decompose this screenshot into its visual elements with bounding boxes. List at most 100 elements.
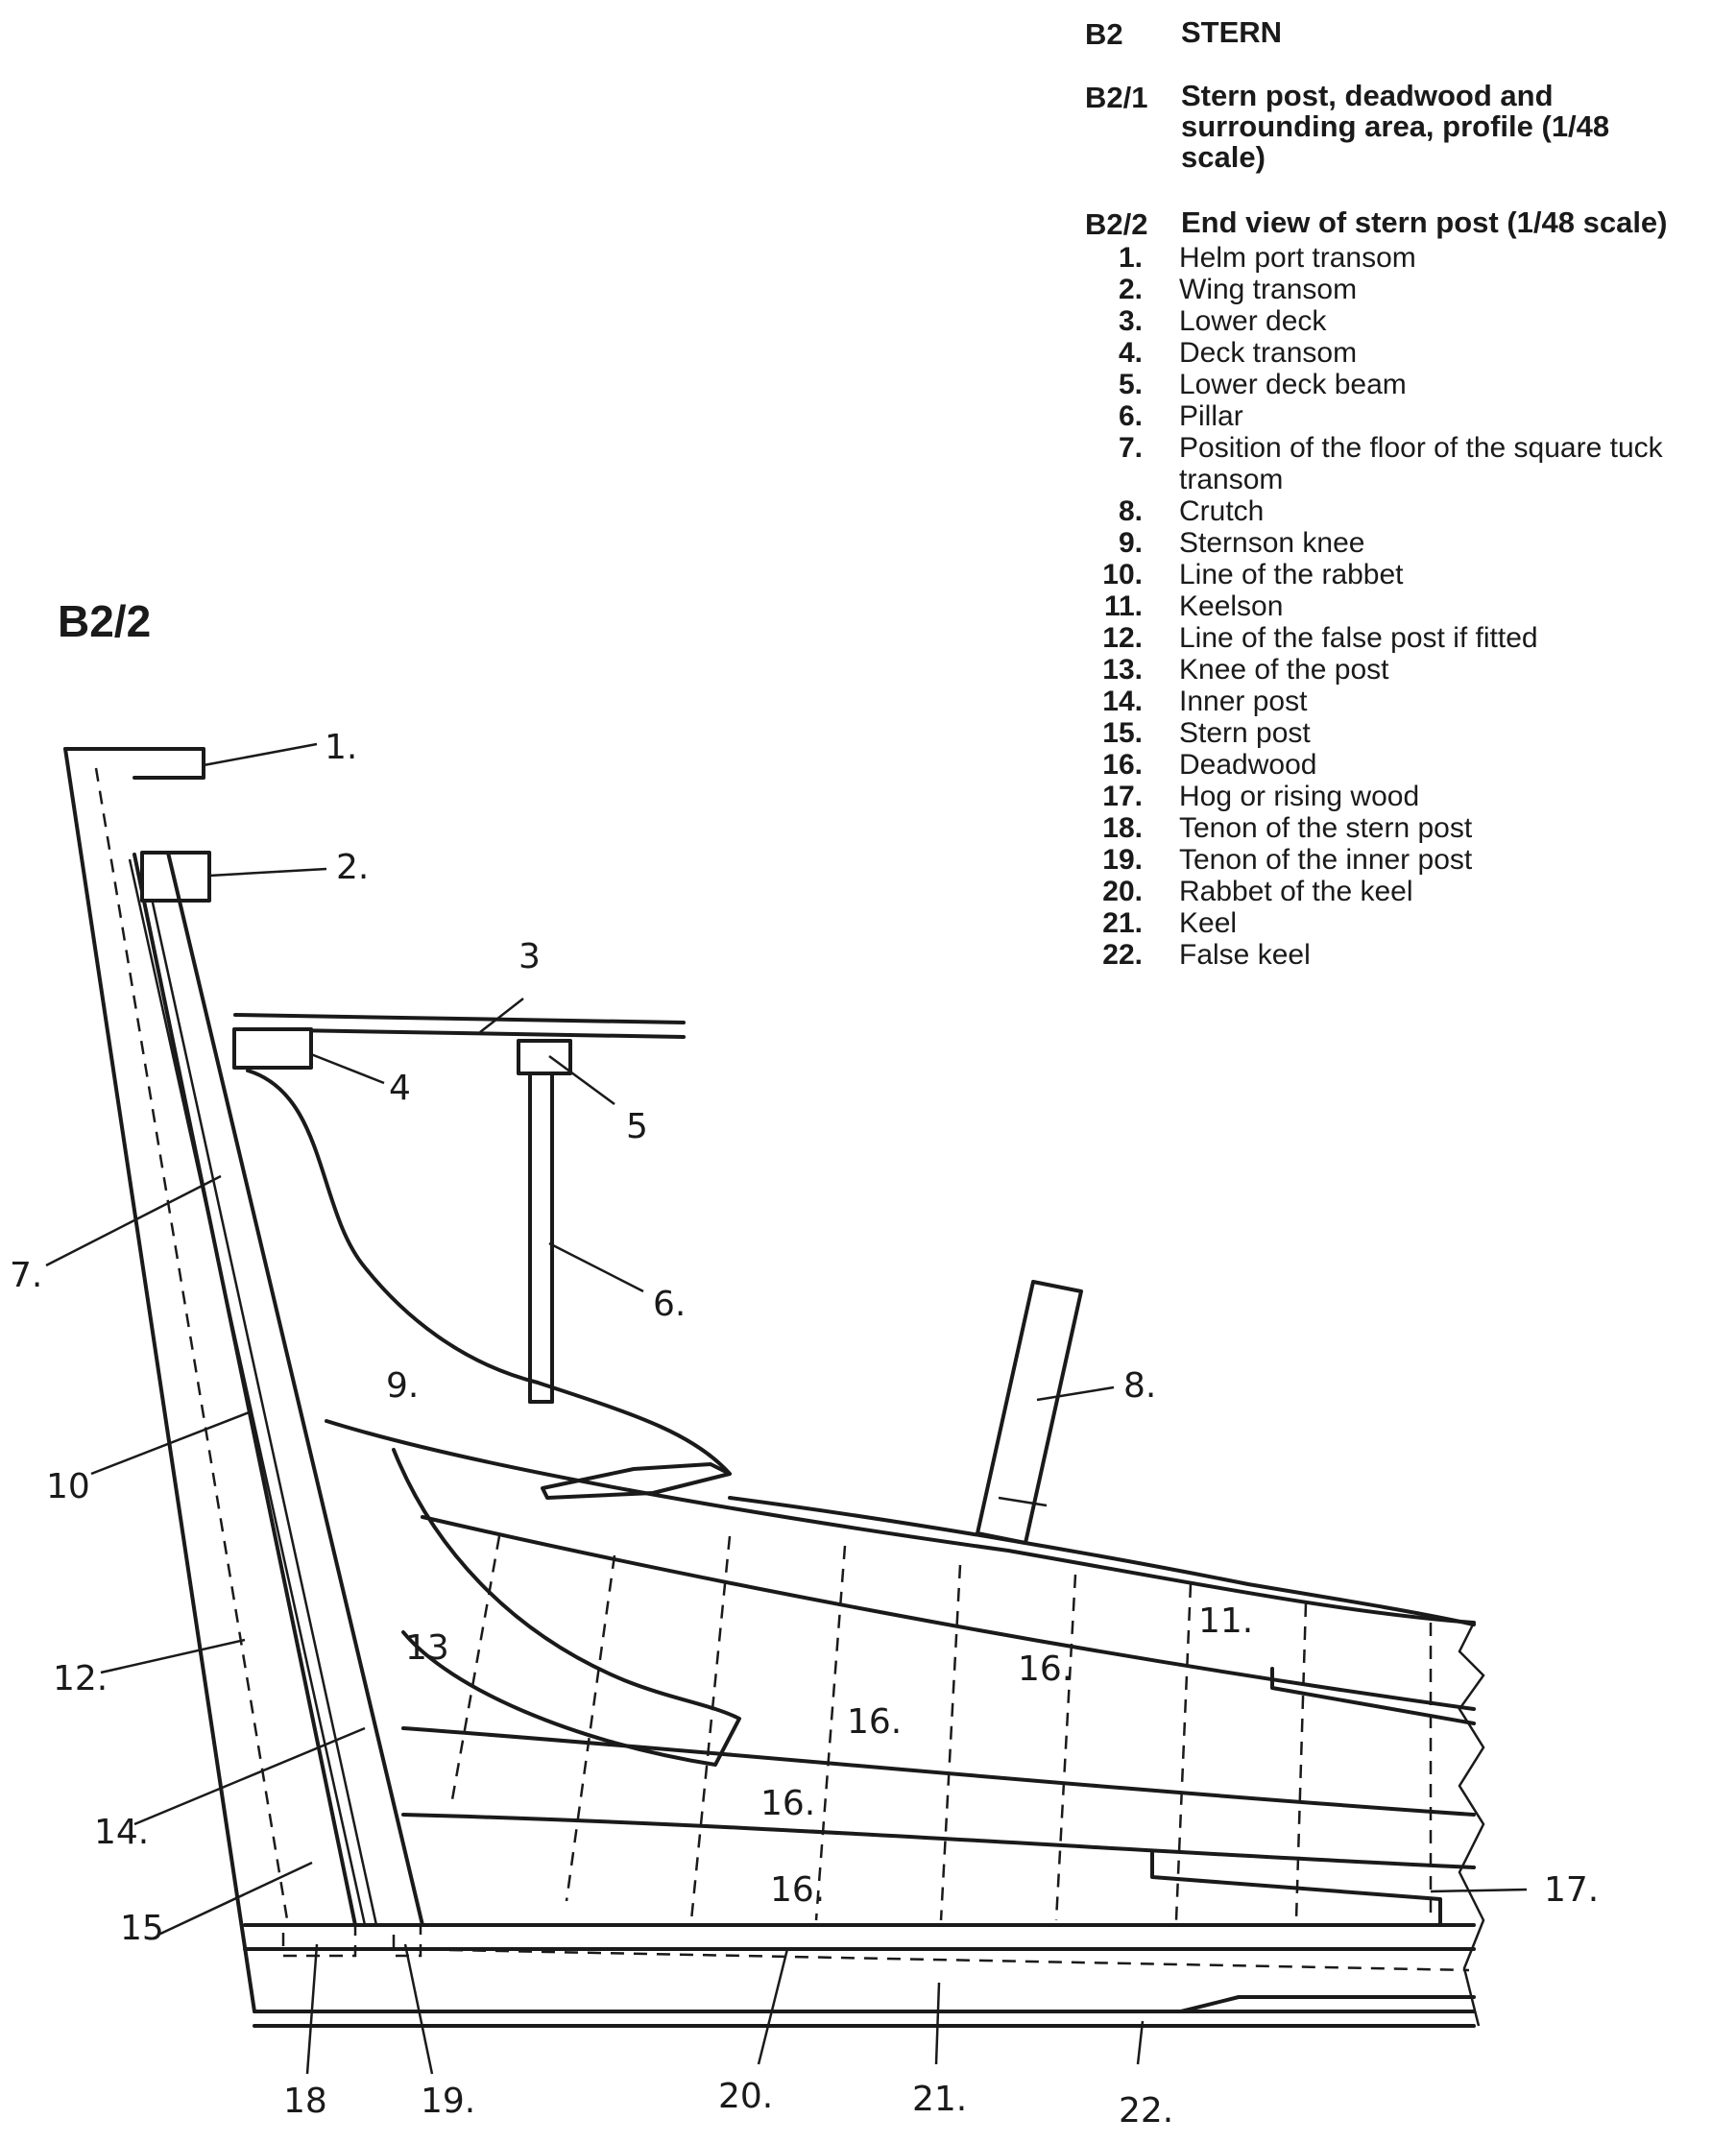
legend-item-label: Keel bbox=[1179, 907, 1238, 939]
wing-transom bbox=[140, 851, 424, 1927]
legend-item: 2. Wing transom bbox=[1085, 274, 1728, 305]
callout-18: 18 bbox=[283, 2082, 327, 2121]
legend-item: 3. Lower deck bbox=[1085, 305, 1728, 337]
keelson bbox=[421, 1496, 1476, 1725]
legend-item-label: Knee of the post bbox=[1179, 654, 1389, 686]
section-title: STERN bbox=[1181, 15, 1283, 49]
legend-item: 5. Lower deck beam bbox=[1085, 369, 1728, 400]
legend-item-number: 17. bbox=[1102, 781, 1143, 812]
legend-item: 4. Deck transom bbox=[1085, 337, 1728, 369]
callout-8: 8. bbox=[1123, 1366, 1156, 1406]
legend-item-label: Deadwood bbox=[1179, 749, 1317, 781]
legend-item-number: 14. bbox=[1102, 686, 1143, 717]
callout-10: 10 bbox=[46, 1467, 90, 1506]
legend-item: 15. Stern post bbox=[1085, 717, 1728, 749]
callout-labels: 1. 2. 3 4 5 6. 7. 8. 9. 10 11. 12. 13 14… bbox=[10, 728, 1599, 2131]
legend-item-label: Tenon of the inner post bbox=[1179, 844, 1473, 876]
figure2-code: B2/2 bbox=[1085, 207, 1148, 241]
figure1-code: B2/1 bbox=[1085, 81, 1148, 114]
callout-12: 12. bbox=[53, 1659, 108, 1698]
legend-item: 22. False keel bbox=[1085, 939, 1728, 971]
callout-13: 13 bbox=[405, 1628, 449, 1668]
lower-deck bbox=[232, 1013, 686, 1075]
legend-item-number: 6. bbox=[1118, 400, 1143, 432]
callout-14: 14. bbox=[94, 1813, 149, 1852]
callout-22: 22. bbox=[1119, 2091, 1173, 2131]
legend-item-label: Inner post bbox=[1179, 686, 1308, 717]
legend-item: 6. Pillar bbox=[1085, 400, 1728, 432]
section-heading: B2 STERN bbox=[1085, 17, 1728, 52]
legend-item: 18. Tenon of the stern post bbox=[1085, 812, 1728, 844]
crutch bbox=[976, 1280, 1083, 1545]
callout-17: 17. bbox=[1544, 1870, 1599, 1910]
legend-item-label: Hog or rising wood bbox=[1179, 781, 1420, 812]
break-line bbox=[1458, 1622, 1485, 2027]
callout-21: 21. bbox=[912, 2080, 967, 2119]
knee-of-post bbox=[392, 1448, 741, 1767]
legend-item-number: 15. bbox=[1102, 717, 1143, 749]
legend-item-label: Pillar bbox=[1179, 400, 1243, 432]
legend-item-number: 11. bbox=[1103, 590, 1143, 622]
section-code: B2 bbox=[1085, 17, 1123, 51]
callout-16b: 16. bbox=[847, 1702, 902, 1742]
legend-item-label: Crutch bbox=[1179, 495, 1265, 527]
callout-19: 19. bbox=[421, 2082, 475, 2121]
legend-item-label: Deck transom bbox=[1179, 337, 1358, 369]
legend-item: 8. Crutch bbox=[1085, 495, 1728, 527]
legend-item-number: 19. bbox=[1102, 844, 1143, 876]
legend-item-label: Lower deck bbox=[1179, 305, 1327, 337]
legend-item-number: 12. bbox=[1102, 622, 1143, 654]
legend-item-number: 5. bbox=[1118, 369, 1143, 400]
legend-item: 14. Inner post bbox=[1085, 686, 1728, 717]
legend-item-number: 4. bbox=[1118, 337, 1143, 369]
callout-2: 2. bbox=[336, 848, 369, 887]
legend-item-number: 10. bbox=[1102, 559, 1143, 590]
stern-post bbox=[63, 747, 378, 2013]
callout-3: 3 bbox=[518, 937, 541, 976]
pillar bbox=[528, 1072, 554, 1404]
legend-item: 16.Deadwood bbox=[1085, 749, 1728, 781]
legend-item-label: False keel bbox=[1179, 939, 1311, 971]
callout-9: 9. bbox=[386, 1366, 419, 1406]
legend-item-number: 2. bbox=[1118, 274, 1143, 305]
callout-16c: 16. bbox=[760, 1784, 815, 1823]
legend-item-label: Tenon of the stern post bbox=[1179, 812, 1473, 844]
callout-1: 1. bbox=[325, 728, 357, 767]
leader-lines bbox=[45, 742, 1528, 2075]
callout-4: 4 bbox=[389, 1069, 411, 1108]
legend-item: 11.Keelson bbox=[1085, 590, 1728, 622]
callout-7: 7. bbox=[10, 1256, 42, 1295]
legend-item-number: 3. bbox=[1118, 305, 1143, 337]
callout-16a: 16. bbox=[1018, 1649, 1073, 1689]
deadwood bbox=[401, 1726, 1476, 1927]
legend-item: 19. Tenon of the inner post bbox=[1085, 844, 1728, 876]
figure2-title: End view of stern post (1/48 scale) bbox=[1181, 205, 1668, 239]
legend-item-number: 9. bbox=[1118, 527, 1143, 559]
legend-item-number: 18. bbox=[1102, 812, 1143, 844]
legend-item-label: Sternson knee bbox=[1179, 527, 1365, 559]
legend-item: 1.Helm port transom bbox=[1085, 242, 1728, 274]
legend-item-number: 22. bbox=[1102, 939, 1143, 971]
legend-item-number: 1. bbox=[1118, 242, 1143, 274]
callout-16d: 16. bbox=[770, 1870, 825, 1910]
legend-item: 7.Position of the floor of the square tu… bbox=[1085, 432, 1728, 495]
legend-panel: B2 STERN B2/1 Stern post, deadwood and s… bbox=[1085, 17, 1728, 972]
frame-ticks bbox=[449, 1535, 1433, 1921]
legend-item: 17. Hog or rising wood bbox=[1085, 781, 1728, 812]
legend-item: 12.Line of the false post if fitted bbox=[1085, 622, 1728, 654]
legend-item-number: 13. bbox=[1102, 654, 1143, 686]
legend-item-label: Lower deck beam bbox=[1179, 369, 1407, 400]
legend-item-label: Wing transom bbox=[1179, 274, 1358, 305]
figure1-title: Stern post, deadwood and surrounding are… bbox=[1181, 79, 1610, 174]
keel-assembly bbox=[243, 1923, 1476, 2028]
legend-item: 9. Sternson knee bbox=[1085, 527, 1728, 559]
legend-item-label: Line of the rabbet bbox=[1179, 559, 1404, 590]
tenons bbox=[281, 1923, 422, 1958]
sternson-knee bbox=[246, 1069, 1476, 1625]
legend-item-number: 8. bbox=[1118, 495, 1143, 527]
legend-item-label: Stern post bbox=[1179, 717, 1311, 749]
legend-item: 21.Keel bbox=[1085, 907, 1728, 939]
callout-6: 6. bbox=[653, 1285, 686, 1324]
legend-item: 13. Knee of the post bbox=[1085, 654, 1728, 686]
